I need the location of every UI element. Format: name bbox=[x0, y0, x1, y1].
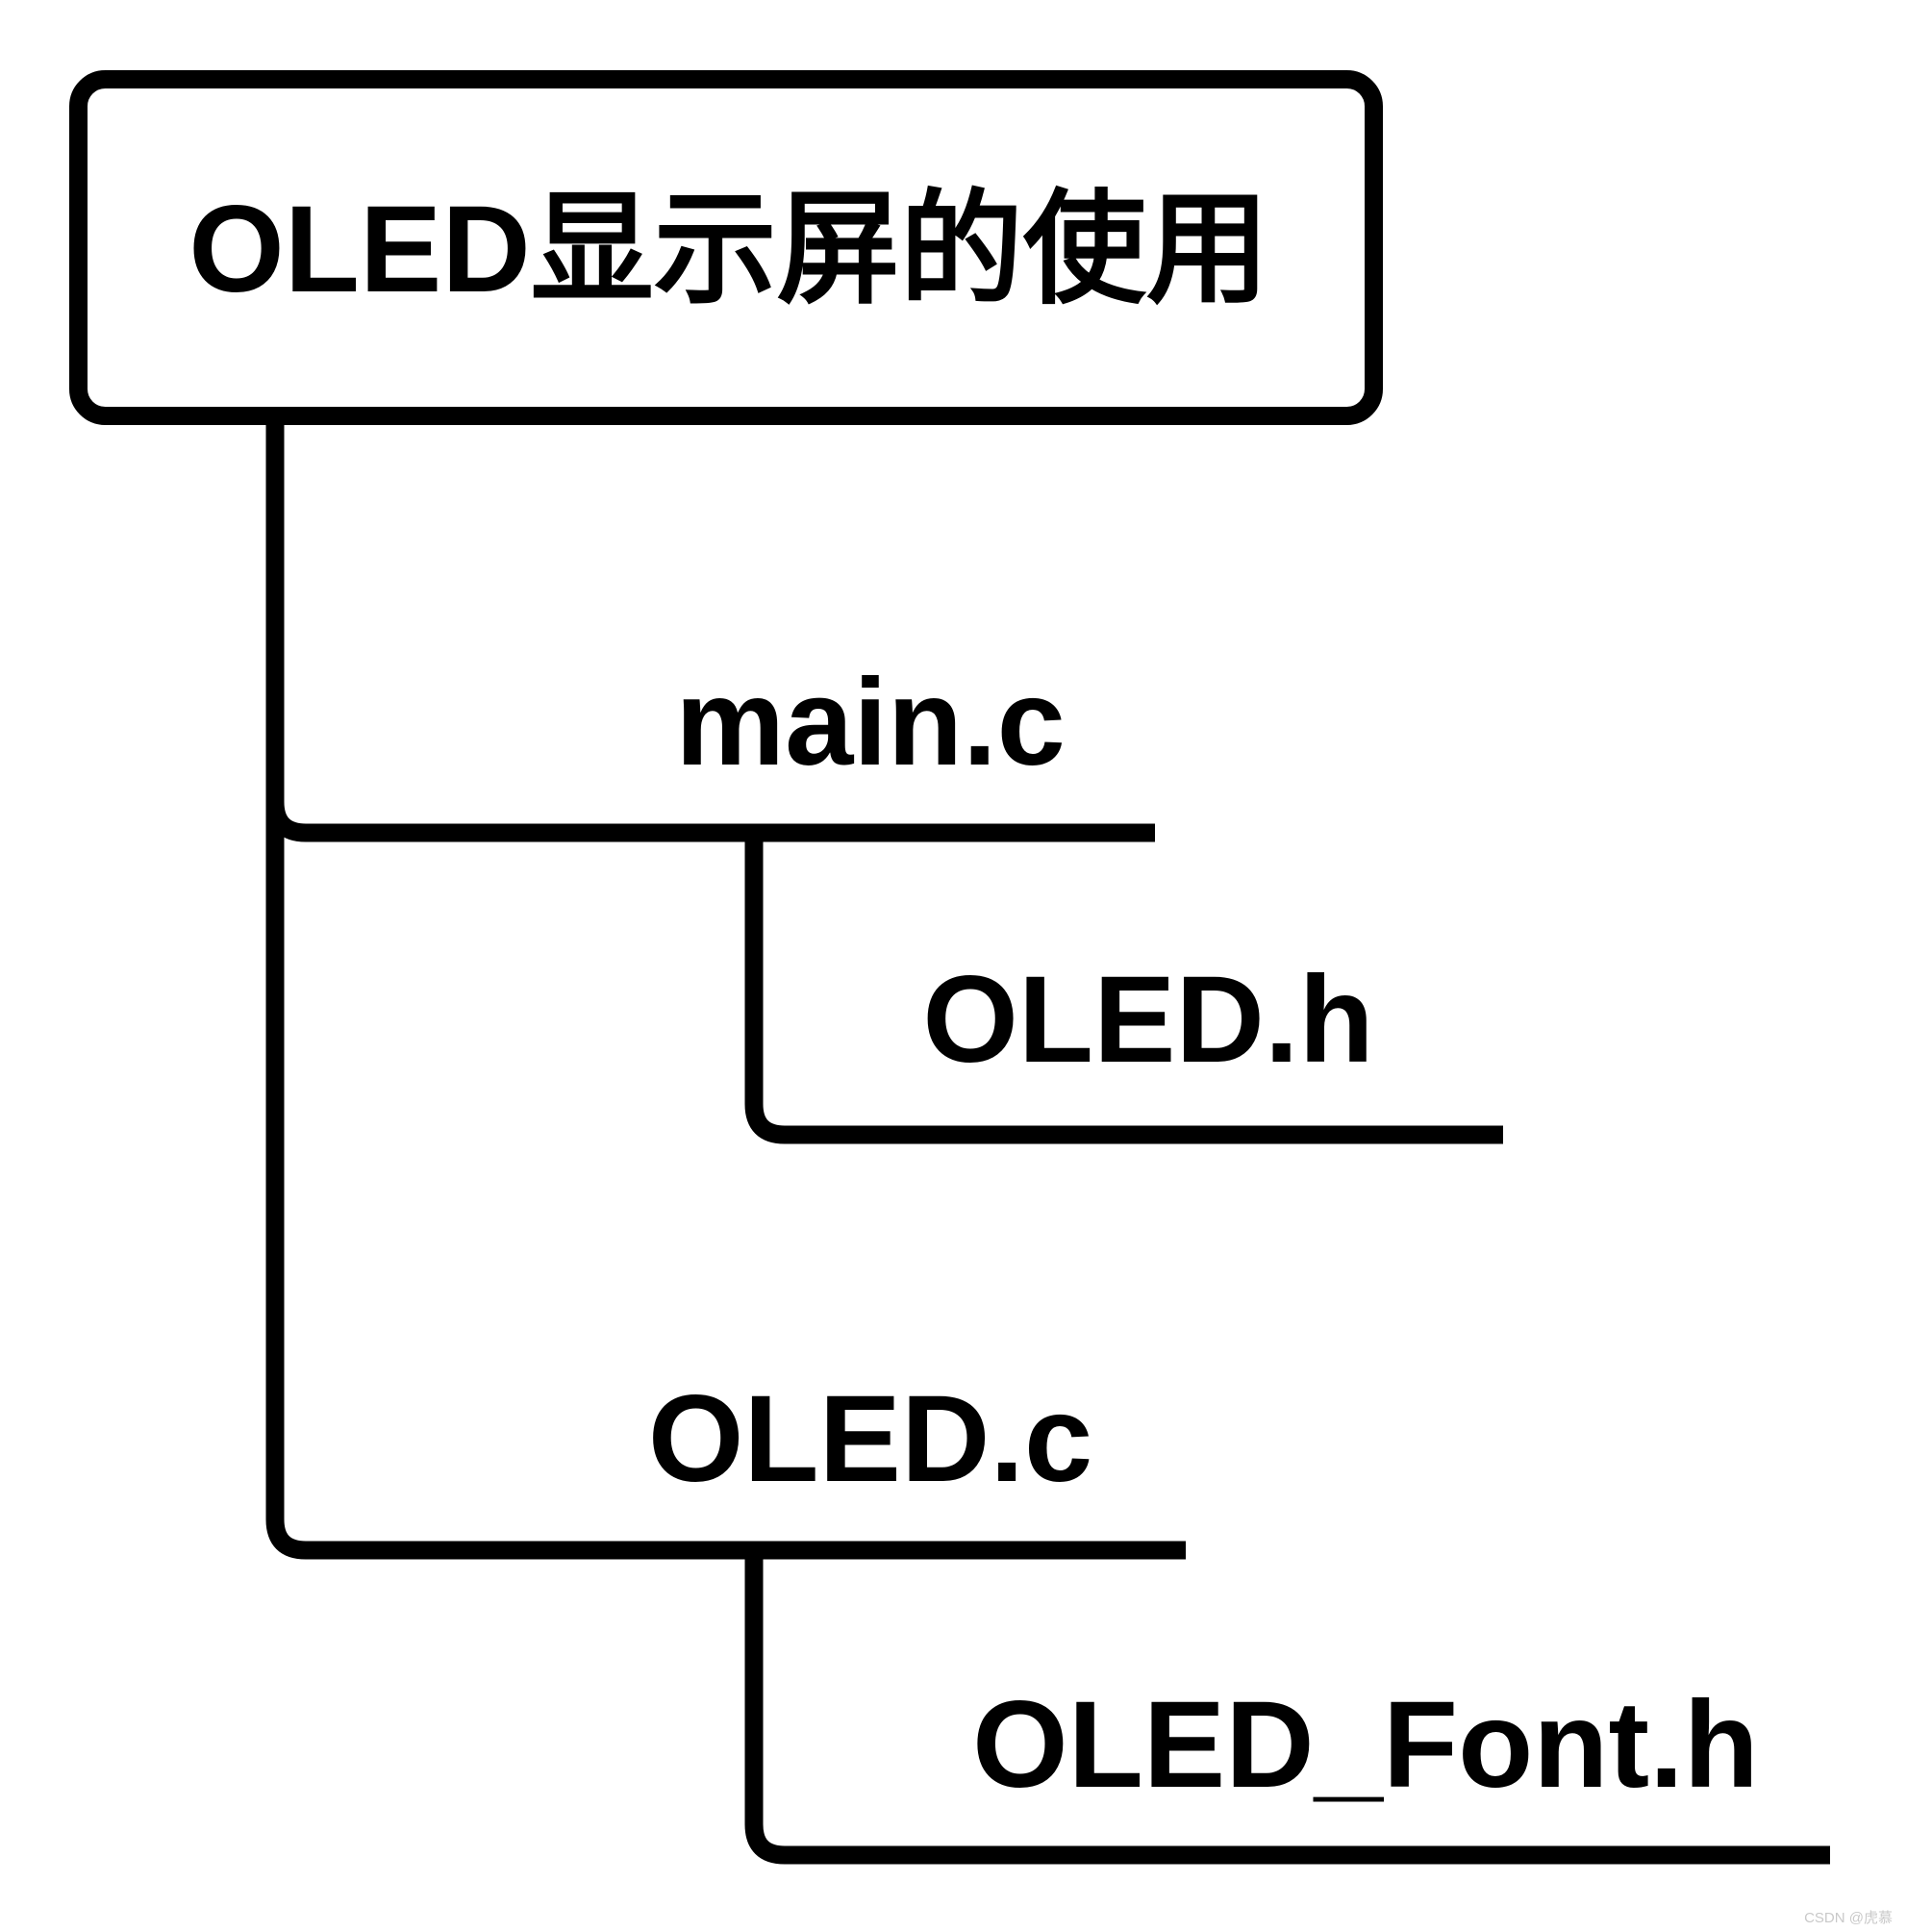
oled-font-h-label: OLED_Font.h bbox=[972, 1676, 1759, 1814]
main-c-connector bbox=[265, 801, 1155, 842]
oled-font-h-connector bbox=[744, 1550, 1830, 1865]
trunk-oled-c-connector bbox=[265, 414, 1186, 1560]
watermark-text: CSDN @虎慕 bbox=[1804, 1910, 1893, 1926]
main-c-label: main.c bbox=[675, 654, 1066, 791]
oled-h-label: OLED.h bbox=[922, 951, 1373, 1089]
oled-h-connector bbox=[744, 833, 1503, 1144]
oled-c-label: OLED.c bbox=[648, 1370, 1092, 1508]
root-node-box bbox=[69, 70, 1383, 425]
root-node-label: OLED显示屏的使用 bbox=[188, 181, 1269, 318]
